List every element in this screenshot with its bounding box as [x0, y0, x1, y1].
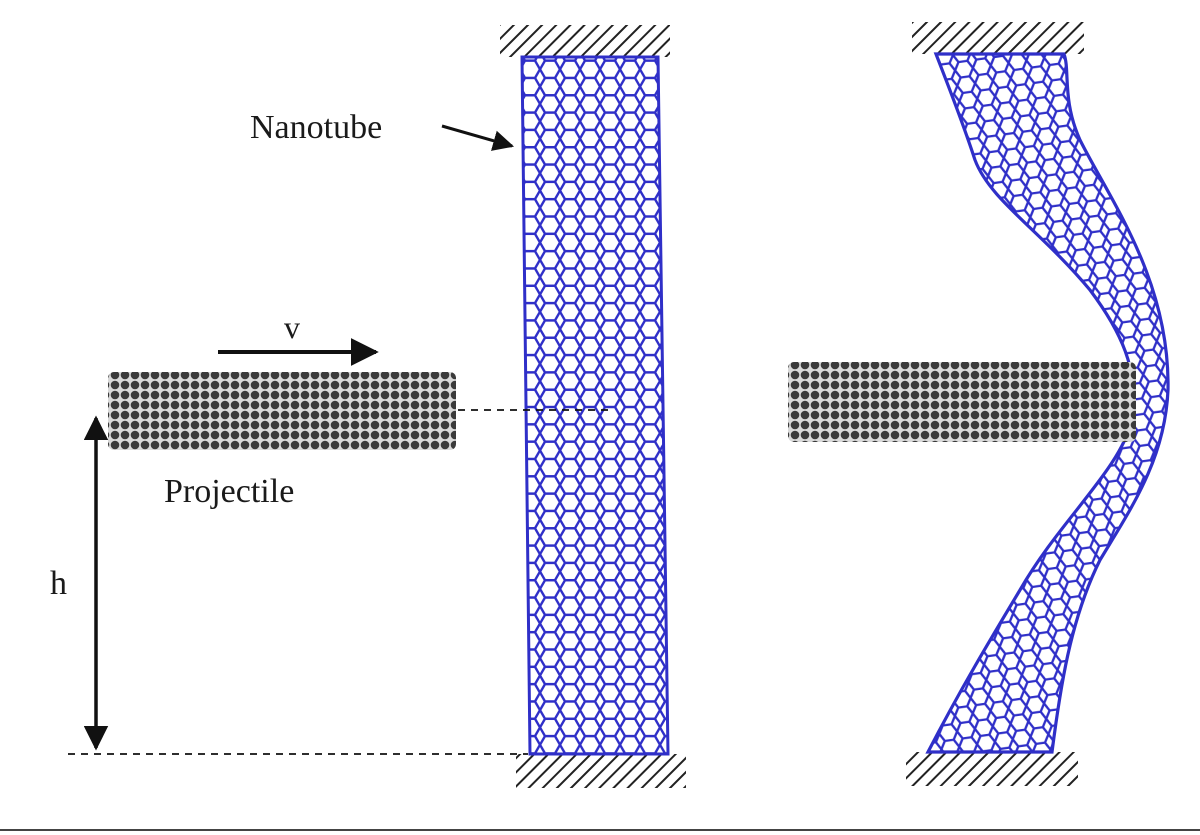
nanotube-pointer-arrow — [441, 124, 515, 151]
projectile-at-impact — [788, 362, 1136, 442]
straight-nanotube — [520, 55, 670, 756]
deformed-nanotube-group — [906, 22, 1170, 786]
undeformed-nanotube-group — [500, 25, 686, 788]
nanotube-label: Nanotube — [250, 109, 382, 146]
height-label: h — [50, 565, 67, 602]
projectile-before-impact — [108, 372, 456, 450]
bottom-clamp-left — [516, 754, 686, 788]
top-clamp-right — [912, 22, 1084, 54]
velocity-label: v — [284, 309, 300, 345]
projectile-label: Projectile — [164, 473, 294, 510]
bottom-clamp-right — [906, 752, 1078, 786]
top-clamp-left — [500, 25, 670, 57]
deformed-nanotube — [925, 52, 1170, 754]
projectile-group: Projectile — [108, 372, 456, 510]
